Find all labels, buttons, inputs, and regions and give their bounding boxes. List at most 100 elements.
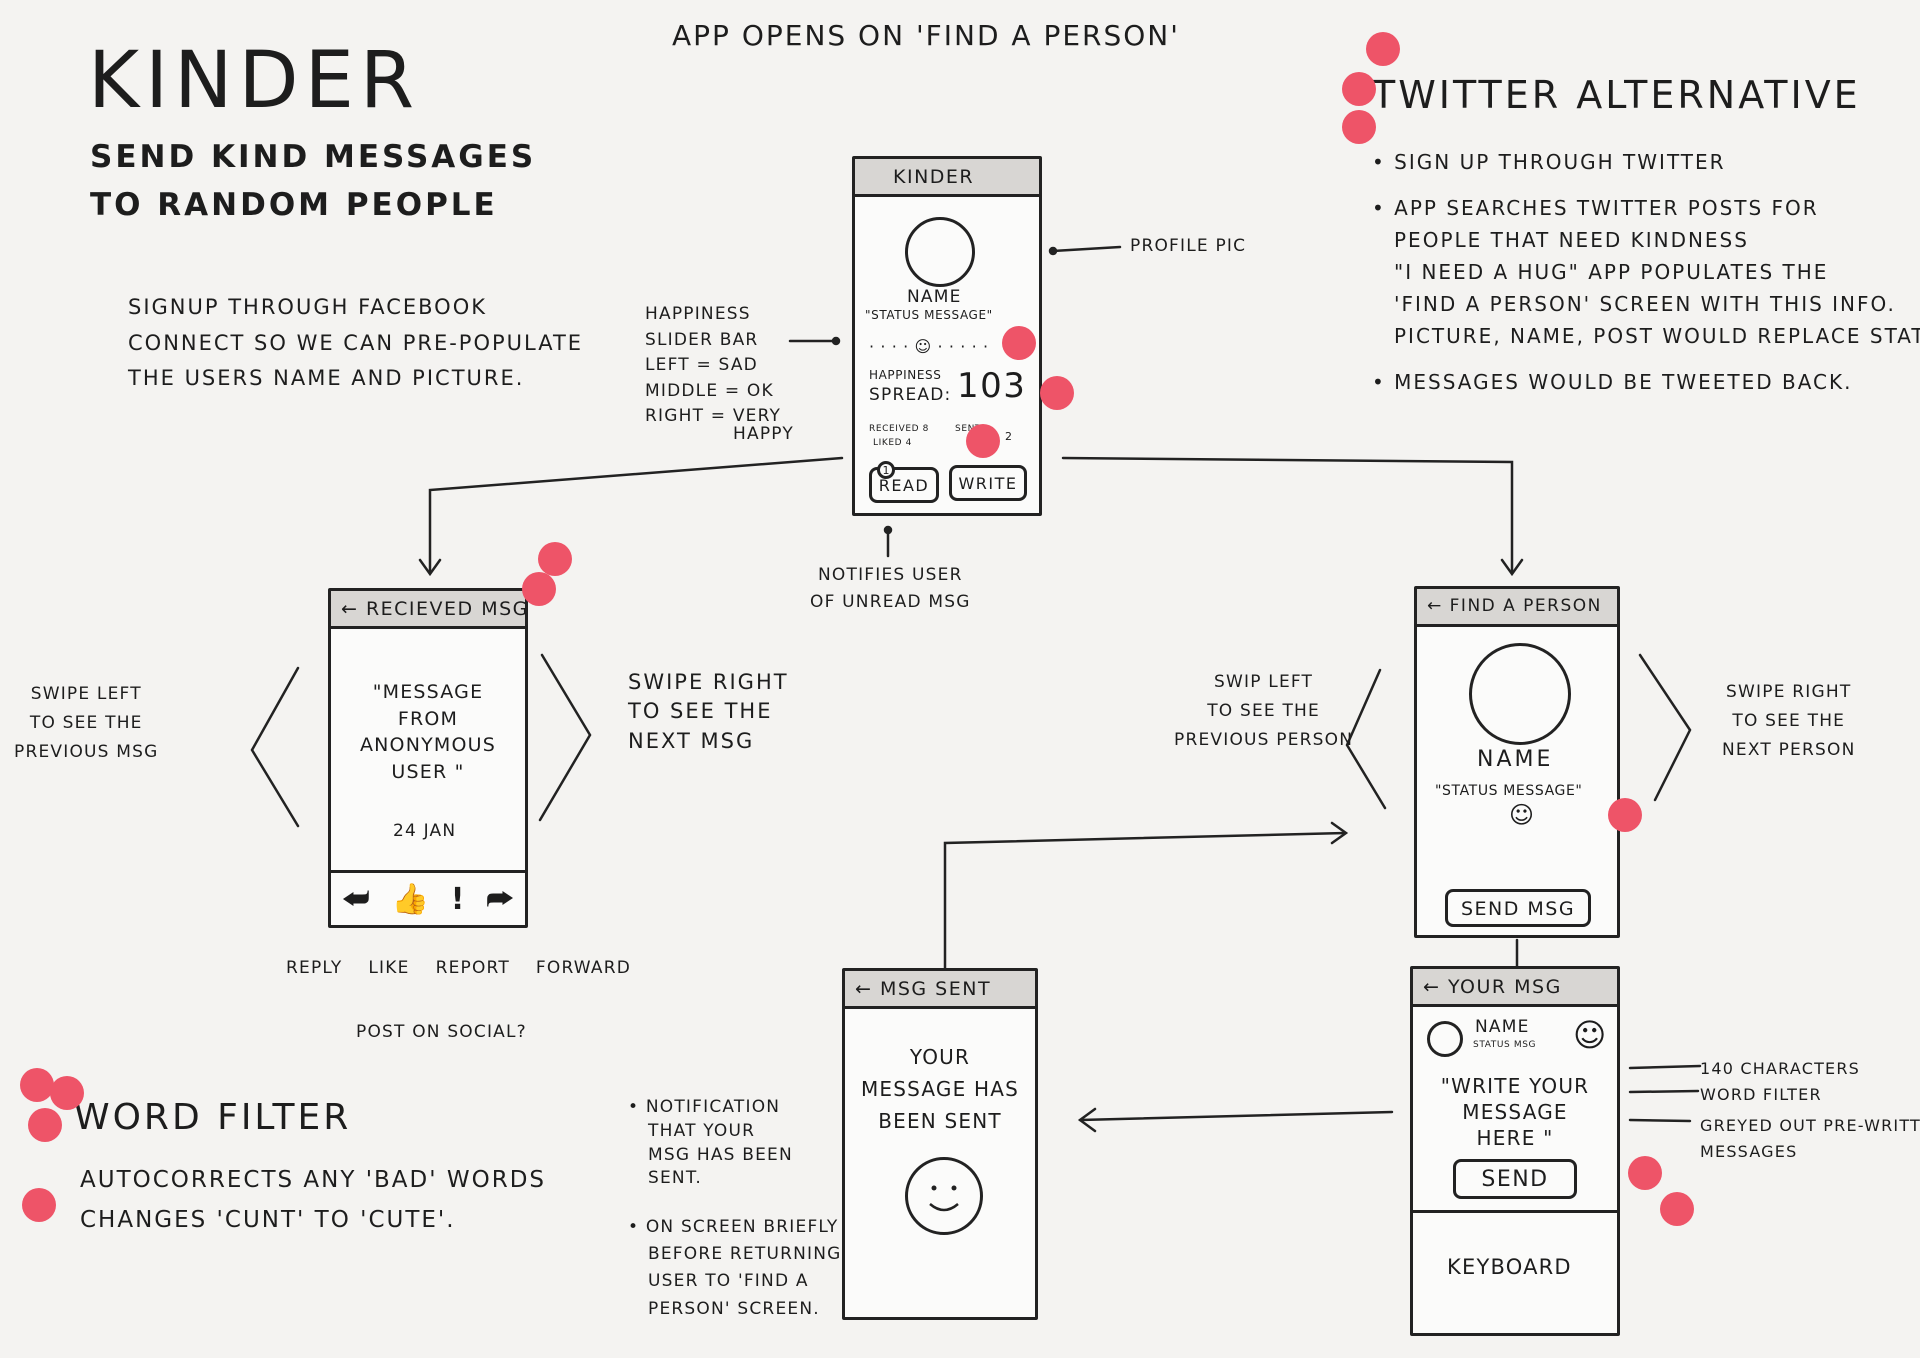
your-msg-avatar	[1427, 1021, 1463, 1057]
sent-note-bullet: • ON SCREEN BRIEFLY	[628, 1217, 839, 1237]
find-person-screen: ← FIND A PERSON NAME "STATUS MESSAGE" ☺ …	[1414, 586, 1620, 938]
received-action-labels: REPLY LIKE REPORT FORWARD	[286, 958, 631, 978]
word-filter-heading: WORD FILTER	[74, 1097, 352, 1138]
signup-line: THE USERS NAME AND PICTURE.	[128, 366, 525, 391]
note-line: 140 CHARACTERS	[1700, 1059, 1861, 1078]
swipe-line: SWIP LEFT	[1214, 672, 1314, 692]
stats-sent: SENT	[955, 424, 982, 434]
twitter-bullet-text: "I NEED A HUG" APP POPULATES THE	[1394, 260, 1829, 284]
vote-dot	[1366, 32, 1400, 66]
reply-label: REPLY	[286, 958, 343, 978]
swipe-line: PREVIOUS MSG	[14, 741, 159, 762]
thumbs-up-icon[interactable]: 👍	[391, 881, 429, 917]
sent-note-text: THAT YOUR	[648, 1120, 756, 1141]
read-button[interactable]: READ	[869, 467, 939, 503]
received-action-bar: ⮨ 👍 ! ⮫	[331, 870, 525, 925]
sent-line: YOUR	[909, 1045, 971, 1069]
your-msg-notes: 140 CHARACTERS WORD FILTER GREYED OUT PR…	[1700, 1056, 1920, 1164]
vote-dot	[538, 542, 572, 576]
annotation-line: SLIDER BAR	[645, 329, 759, 350]
annotation-line: MIDDLE = OK	[645, 380, 774, 401]
swipe-line: NEXT PERSON	[1722, 739, 1856, 760]
message-line: USER "	[391, 760, 465, 783]
sent-notification-note: • NOTIFICATION THAT YOUR MSG HAS BEEN SE…	[628, 1096, 793, 1191]
report-label: REPORT	[435, 958, 510, 978]
send-button[interactable]: SEND	[1453, 1159, 1577, 1199]
reply-icon[interactable]: ⮨	[341, 881, 370, 917]
find-name: NAME	[1477, 747, 1554, 772]
vote-dot	[20, 1068, 54, 1102]
received-swipe-left: SWIPE LEFT TO SEE THE PREVIOUS MSG	[14, 680, 159, 767]
send-msg-button[interactable]: SEND MSG	[1445, 889, 1591, 927]
swipe-line: TO SEE THE	[628, 699, 773, 724]
sent-line: BEEN SENT	[878, 1109, 1002, 1133]
spread-label-2: SPREAD:	[869, 385, 952, 405]
message-line: FROM	[397, 707, 459, 730]
spread-value: 103	[957, 366, 1027, 406]
sent-message: YOUR MESSAGE HAS BEEN SENT	[845, 1041, 1035, 1137]
twitter-bullet-text: PICTURE, NAME, POST WOULD REPLACE STATUS…	[1394, 324, 1920, 348]
like-label: LIKE	[368, 958, 410, 978]
sent-header-bar: ← MSG SENT	[845, 971, 1035, 1009]
message-line: ANONYMOUS	[359, 734, 497, 757]
happiness-slider[interactable]: · · · · ☺ · · · · ·	[869, 337, 989, 356]
find-title[interactable]: ← FIND A PERSON	[1427, 596, 1602, 616]
twitter-bullet-text: MESSAGES WOULD BE TWEETED BACK.	[1394, 370, 1853, 394]
spread-label-1: HAPPINESS	[869, 368, 942, 382]
received-message: "MESSAGE FROM ANONYMOUS USER "	[331, 679, 525, 785]
sent-note-text: PERSON' SCREEN.	[648, 1298, 820, 1319]
vote-dot	[1342, 110, 1376, 144]
find-status: "STATUS MESSAGE"	[1435, 783, 1583, 799]
main-name: NAME	[907, 287, 962, 307]
your-msg-title[interactable]: ← YOUR MSG	[1423, 976, 1562, 998]
twitter-bullet-text: APP SEARCHES TWITTER POSTS FOR	[1394, 196, 1819, 220]
annotation-line: OF UNREAD MSG	[810, 592, 971, 613]
find-header-bar: ← FIND A PERSON	[1417, 589, 1617, 627]
sent-note-text: USER TO 'FIND A	[648, 1271, 809, 1292]
message-input[interactable]: "WRITE YOUR MESSAGE HERE "	[1413, 1073, 1617, 1151]
your-msg-mood-icon[interactable]: ☺	[1573, 1016, 1608, 1054]
received-title[interactable]: ← RECIEVED MSG	[341, 598, 529, 620]
tagline-line1: SEND KIND MESSAGES	[90, 139, 537, 175]
exclamation-icon[interactable]: !	[450, 881, 465, 917]
message-line: "MESSAGE	[372, 681, 484, 703]
note-line: WORD FILTER	[1700, 1084, 1822, 1104]
find-swipe-left: SWIP LEFT TO SEE THE PREVIOUS PERSON	[1174, 668, 1353, 755]
find-swipe-right: SWIPE RIGHT TO SEE THE NEXT PERSON	[1722, 678, 1856, 765]
vote-dot	[1660, 1192, 1694, 1226]
twitter-notes: • SIGN UP THROUGH TWITTER • APP SEARCHES…	[1372, 146, 1920, 398]
smiley-face-drawing	[929, 1185, 959, 1212]
sent-note-text: BEFORE RETURNING	[648, 1244, 842, 1265]
header-note: APP OPENS ON 'FIND A PERSON'	[672, 19, 1180, 52]
word-filter-line: CHANGES 'CUNT' TO 'CUTE'.	[80, 1207, 456, 1234]
tagline-line2: TO RANDOM PEOPLE	[90, 187, 498, 223]
annotation-line: RIGHT = VERY	[645, 406, 782, 426]
keyboard-area[interactable]: KEYBOARD	[1413, 1210, 1617, 1333]
vote-dot	[522, 572, 556, 606]
swipe-line: NEXT MSG	[628, 728, 755, 753]
unread-badge: 1	[877, 461, 895, 479]
received-date: 24 JAN	[393, 821, 457, 841]
profile-pic-label: PROFILE PIC	[1130, 236, 1247, 256]
slider-annotation: HAPPINESS SLIDER BAR LEFT = SAD MIDDLE =…	[645, 302, 794, 447]
input-line: "WRITE YOUR	[1440, 1074, 1590, 1098]
vote-dot	[22, 1188, 56, 1222]
input-line: MESSAGE	[1462, 1100, 1568, 1124]
your-msg-header-bar: ← YOUR MSG	[1413, 969, 1617, 1007]
sent-note-text: ON SCREEN BRIEFLY	[645, 1217, 839, 1237]
annotation-line: HAPPINESS	[645, 304, 751, 324]
forward-icon[interactable]: ⮫	[486, 881, 515, 917]
app-title: KINDER	[88, 36, 421, 126]
sent-title[interactable]: ← MSG SENT	[855, 978, 992, 1000]
vote-dot	[28, 1108, 62, 1142]
note-line: MESSAGES	[1700, 1141, 1798, 1161]
annotation-line: LEFT = SAD	[645, 355, 758, 375]
main-status: "STATUS MESSAGE"	[865, 308, 993, 322]
stats-received: RECEIVED 8	[869, 424, 929, 434]
msg-sent-screen: ← MSG SENT YOUR MESSAGE HAS BEEN SENT	[842, 968, 1038, 1320]
sent-brief-note: • ON SCREEN BRIEFLY BEFORE RETURNING USE…	[628, 1214, 842, 1323]
write-button[interactable]: WRITE	[949, 465, 1027, 501]
vote-dot	[1628, 1156, 1662, 1190]
sent-note-bullet: • NOTIFICATION	[628, 1097, 781, 1117]
word-filter-notes: AUTOCORRECTS ANY 'BAD' WORDS CHANGES 'CU…	[80, 1160, 546, 1241]
